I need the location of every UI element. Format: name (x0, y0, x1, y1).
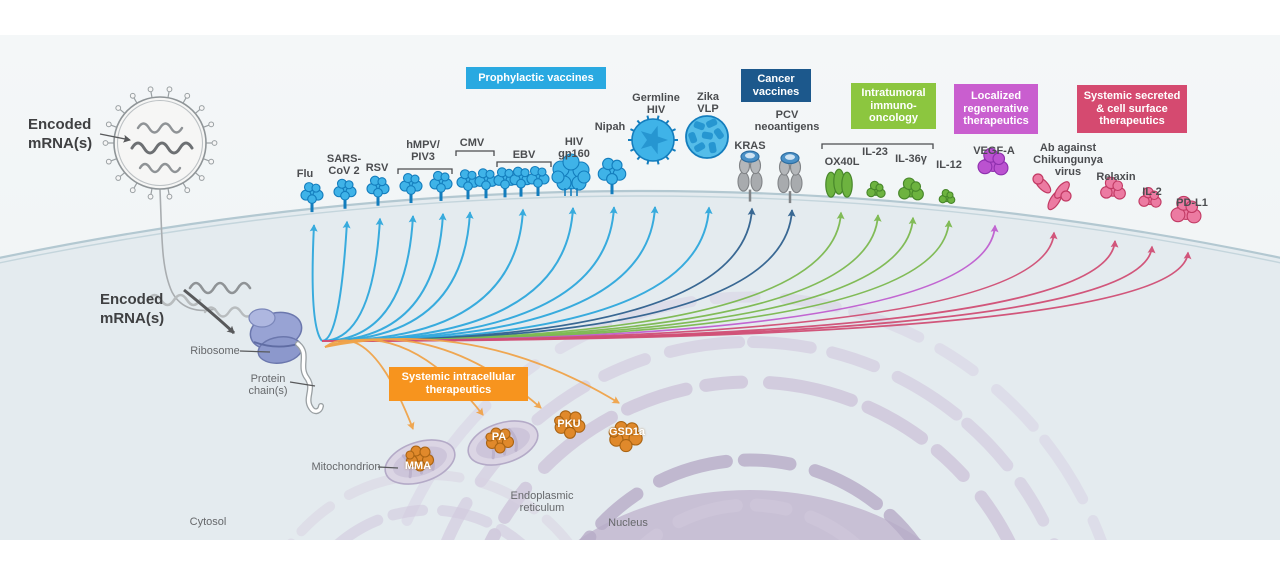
sars-cov-2-protein-icon (333, 178, 357, 209)
arrow-gsd1a (324, 337, 620, 404)
category-box-cancer: Cancer vaccines (741, 69, 811, 102)
leader-mitochondrion (377, 466, 399, 469)
cell-membrane (0, 189, 1280, 259)
protein-label-cmv-1: CMV (459, 136, 485, 149)
flu-protein-icon (300, 182, 324, 213)
protein-label-relaxin: Relaxin (1096, 170, 1136, 183)
label-ribosome: Ribosome (190, 344, 240, 357)
hmpv-piv3-2-protein-icon (429, 170, 453, 201)
protein-label-zika-vlp: Zika VLP (696, 90, 720, 115)
protein-label-vegf-a: VEGF-A (973, 144, 1015, 157)
category-box-intracellular: Systemic intracellular therapeutics (389, 367, 528, 401)
rsv-protein-icon (366, 175, 390, 206)
nipah-protein-icon (597, 157, 627, 195)
lipid-nanoparticle-icon (102, 86, 218, 312)
label-nucleus: Nucleus (608, 516, 648, 529)
endoplasmic-reticulum-icon (441, 336, 1059, 540)
protein-label-il-12: IL-12 (936, 158, 962, 171)
protein-label-ebv-2: EBV (512, 148, 536, 161)
ribosome-icon (146, 281, 324, 415)
protein-label-pd-l1: PD-L1 (1176, 196, 1208, 209)
leader-protein-chain (289, 381, 316, 387)
leader-encoded-top (99, 133, 131, 143)
il-12-protein-icon (938, 189, 956, 204)
ebv-3-protein-icon (526, 165, 550, 196)
protein-label-rsv: RSV (365, 161, 389, 174)
il-23-protein-icon (866, 180, 886, 198)
label-mitochondrion: Mitochondrion (311, 460, 381, 473)
protein-label-kras: KRAS (734, 139, 766, 152)
arrow-flu (309, 224, 323, 342)
pa-protein-icon (485, 427, 515, 454)
arrow-mma (324, 339, 415, 430)
category-box-localized: Localized regenerative therapeutics (954, 84, 1038, 134)
arrow-rsv (321, 217, 384, 342)
protein-label-pcv-neoantigens: PCV neoantigens (754, 108, 820, 133)
translation-arrows (309, 206, 1192, 430)
cell-membrane-inner (0, 195, 1280, 264)
protein-label-pku: PKU (557, 417, 581, 430)
category-box-prophylactic: Prophylactic vaccines (466, 67, 606, 89)
hmpv-piv3-1-protein-icon (399, 173, 423, 204)
arrow-pd-l1 (321, 251, 1192, 342)
protein-label-nipah: Nipah (594, 120, 626, 133)
il-2-protein-icon (1138, 187, 1162, 208)
ebv-2-protein-icon (509, 166, 533, 197)
bracket-intratumoral (821, 143, 934, 149)
arrow-sars-cov-2 (321, 220, 351, 342)
ebv-1-protein-icon (493, 167, 517, 198)
protein-label-sars-cov-2: SARS- CoV 2 (326, 152, 362, 177)
bracket-hmpv-piv3 (397, 168, 453, 174)
category-box-intratumoral: Intratumoral immuno- oncology (851, 83, 936, 129)
label-cytosol: Cytosol (189, 515, 227, 528)
label-endoplasmic-reticulum: Endoplasmic reticulum (510, 489, 574, 514)
category-box-secreted: Systemic secreted & cell surface therape… (1077, 85, 1187, 133)
protein-label-hmpv-piv3-1: hMPV/ PIV3 (406, 138, 440, 163)
relaxin-protein-icon (1100, 176, 1126, 200)
mma-protein-icon (405, 445, 435, 472)
leader-ribosome (239, 350, 271, 353)
protein-label-mma: MMA (404, 459, 432, 472)
cmv-1-protein-icon (456, 169, 480, 200)
protein-label-ab-chikungunya: Ab against Chikungunya virus (1033, 141, 1103, 179)
protein-label-germline-hiv: Germline HIV (632, 91, 680, 116)
label-protein-chains: Protein chain(s) (248, 372, 288, 397)
gsd1a-protein-icon (608, 421, 643, 453)
germline-hiv-protein-icon (628, 115, 678, 165)
zika-vlp-protein-icon (685, 115, 729, 159)
pd-l1-protein-icon (1170, 195, 1202, 224)
hiv-gp160-protein-icon (551, 153, 591, 196)
label-encoded-mrna-cytosol: Encoded mRNA(s) (100, 291, 165, 327)
vegf-a-protein-icon (977, 147, 1009, 176)
label-encoded-mrna-top: Encoded mRNA(s) (28, 116, 93, 152)
pku-protein-icon (554, 410, 586, 439)
pcv-neoantigens-protein-icon (777, 152, 803, 204)
protein-label-gsd1a: GSD1a (608, 425, 646, 438)
protein-label-pa: PA (491, 430, 507, 443)
ab-chikungunya-protein-icon (1032, 173, 1072, 211)
protein-label-ox40l: OX40L (824, 155, 860, 168)
il-36g-protein-icon (898, 177, 924, 201)
protein-glyphs (300, 115, 1202, 472)
ox40l-protein-icon (825, 168, 853, 198)
kras-protein-icon (737, 150, 763, 202)
protein-label-flu: Flu (296, 167, 314, 180)
bracket-ebv (496, 161, 552, 167)
protein-label-il-23: IL-23 (862, 145, 888, 158)
protein-label-il-2: IL-2 (1142, 185, 1162, 198)
protein-label-hiv-gp160: HIV gp160 (558, 135, 590, 160)
protein-label-il-36g: IL-36γ (895, 152, 927, 165)
bracket-cmv (455, 150, 495, 156)
